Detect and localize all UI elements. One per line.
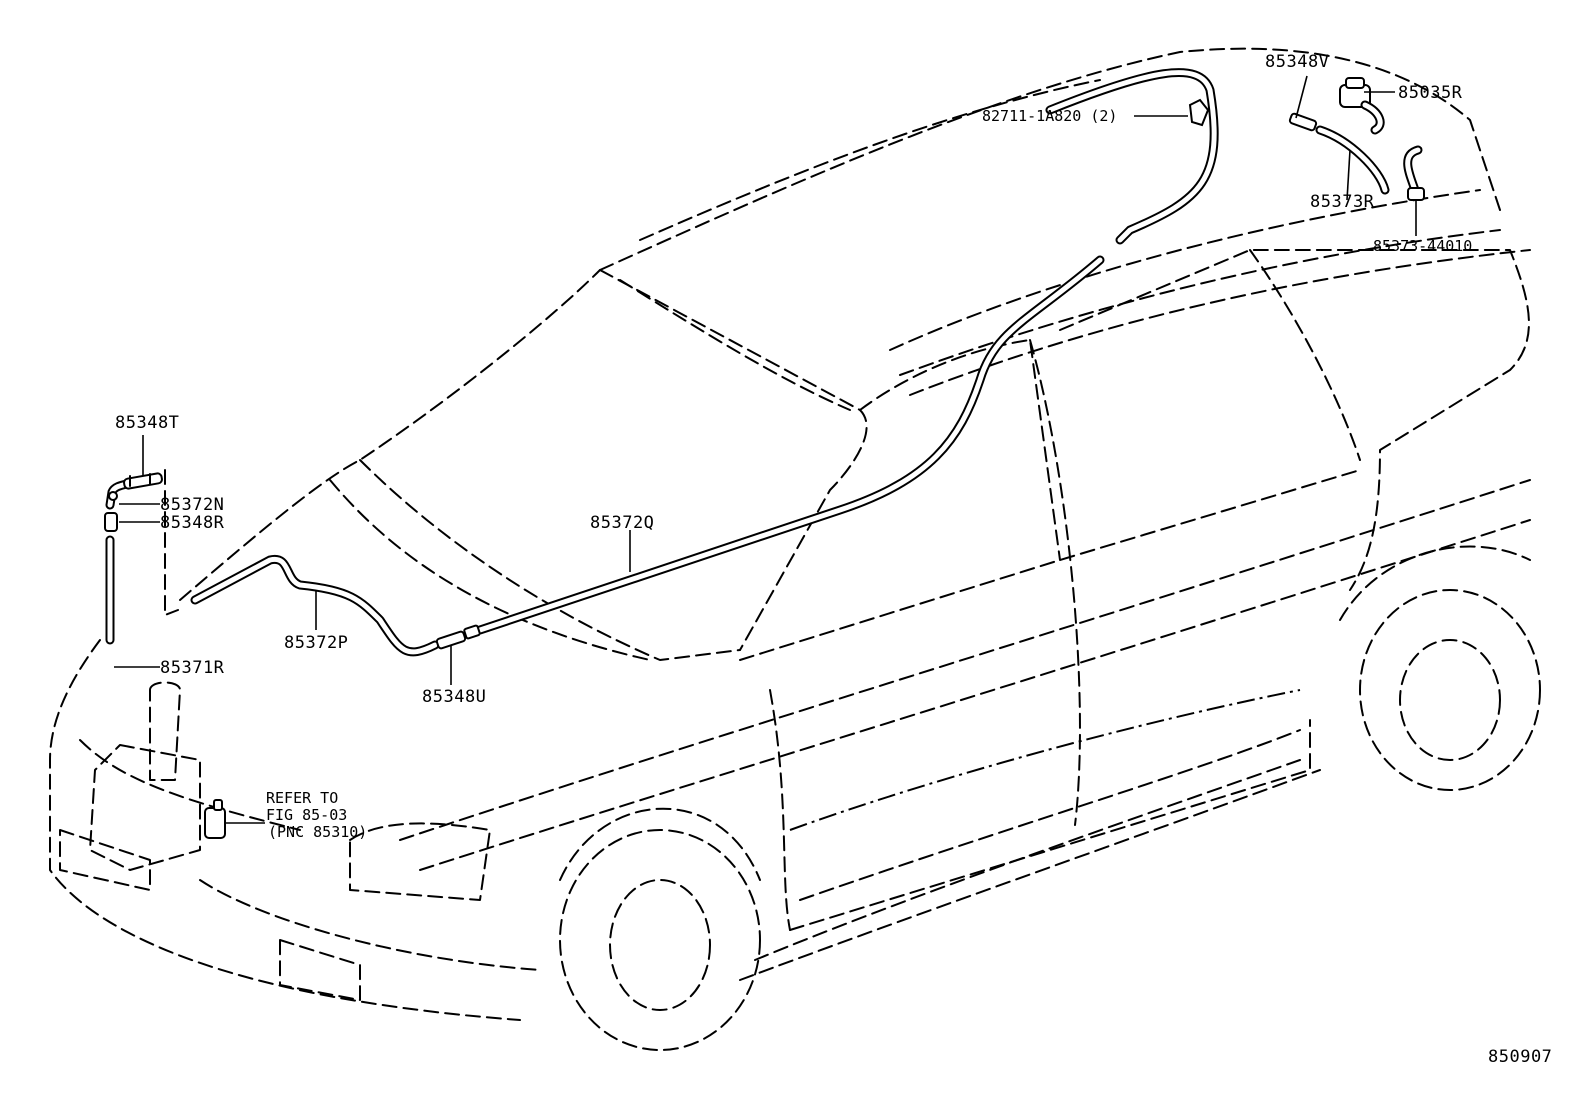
figure-number: 850907 (1488, 1047, 1552, 1067)
label-85348V: 85348V (1265, 52, 1329, 72)
label-85373-44010: 85373-44010 (1373, 237, 1472, 255)
label-82711-1A820: 82711-1A820 (2) (982, 107, 1117, 125)
side-washer-hose-85372Q (475, 255, 1105, 635)
label-85373R: 85373R (1310, 192, 1375, 212)
joint-85348U (435, 624, 481, 650)
callout-bracket (164, 469, 179, 616)
vehicle-outline (49, 47, 1541, 1051)
reference-note-line3: (PNC 85310) (268, 823, 367, 841)
part-labels: 85348V 85035R 82711-1A820 (2) 85373R 853… (115, 52, 1552, 1067)
label-85035R: 85035R (1398, 83, 1463, 103)
washer-pump (204, 799, 226, 839)
reference-note-line2: FIG 85-03 (266, 806, 347, 824)
small-parts (104, 77, 1425, 839)
label-85348T: 85348T (115, 413, 179, 433)
label-85348R: 85348R (160, 513, 225, 533)
reference-note-line1: REFER TO (266, 789, 338, 807)
label-85372P: 85372P (284, 633, 348, 653)
clip-82711-1A820 (1188, 98, 1210, 127)
leader-lines (114, 75, 1417, 824)
vertical-washer-hose-85371R (105, 477, 140, 645)
elbow-85372N (108, 491, 118, 501)
front-washer-hose-85372P (190, 554, 440, 657)
joint-85348V (1288, 112, 1318, 132)
rear-washer-hose-85373R (1045, 68, 1390, 245)
joint-85348T (123, 472, 163, 490)
label-85372Q: 85372Q (590, 513, 654, 533)
hose-elbow-85373-44010 (1403, 145, 1425, 201)
label-85371R: 85371R (160, 658, 225, 678)
label-85372N: 85372N (160, 495, 224, 515)
nozzle-85035R (1339, 77, 1385, 135)
hoses (105, 68, 1390, 657)
joint-85348R (104, 512, 118, 532)
label-85348U: 85348U (422, 687, 486, 707)
